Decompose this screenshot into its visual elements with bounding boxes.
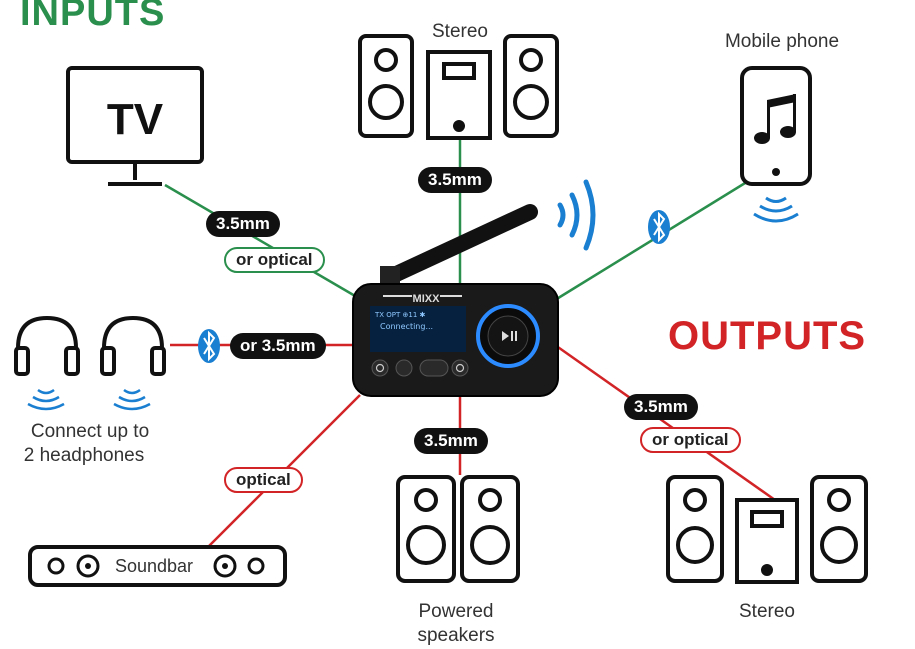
transmitter-brand: MIXX <box>413 293 441 305</box>
tv-screen-label: TV <box>107 95 164 144</box>
soundbar-icon <box>28 545 287 587</box>
tv-optical-badge: or optical <box>224 247 325 273</box>
stereo-output-label: Stereo <box>739 601 795 622</box>
speaker-icon <box>358 34 414 138</box>
transmitter-screen-message: Connecting... <box>380 322 433 331</box>
antenna-icon <box>380 204 538 288</box>
inputs-heading: INPUTS <box>20 0 166 34</box>
mobile-phone-icon <box>740 66 812 186</box>
wireless-waves-icon <box>753 196 799 223</box>
stereo-input-label: Stereo <box>432 21 488 42</box>
powered-speakers-label-line2: speakers <box>417 625 495 646</box>
headphones-label-line1: Connect up to <box>30 421 150 442</box>
soundbar-label: Soundbar <box>115 556 193 576</box>
stereo-input-35mm-badge: 3.5mm <box>418 167 492 193</box>
music-note-icon <box>754 94 796 144</box>
transmitter-screen-status: TX OPT ⊕11 ✱ <box>374 311 426 319</box>
wireless-waves-icon <box>27 388 151 411</box>
powered-speakers-label-line1: Powered <box>418 601 494 622</box>
amplifier-icon <box>735 498 799 584</box>
bluetooth-icon <box>648 210 670 244</box>
stereo-output-icon <box>666 475 868 584</box>
powered-speakers-icon <box>396 475 520 583</box>
tv-icon <box>66 66 204 186</box>
amplifier-icon <box>426 50 492 140</box>
wireless-waves-icon <box>557 179 596 251</box>
bluetooth-icon <box>198 329 220 363</box>
outputs-heading: OUTPUTS <box>668 314 867 358</box>
transmitter-device <box>352 204 559 397</box>
play-pause-icon <box>476 304 540 368</box>
headphones-label-line2: 2 headphones <box>23 445 145 466</box>
headphones-35mm-badge: or 3.5mm <box>230 333 326 359</box>
headphones-icon <box>14 315 80 376</box>
headphones-icon <box>100 315 166 376</box>
power-icon <box>371 359 389 377</box>
mobile-phone-label: Mobile phone <box>724 31 840 52</box>
speaker-icon <box>460 475 520 583</box>
tv-35mm-badge: 3.5mm <box>206 211 280 237</box>
powered-speakers-35mm-badge: 3.5mm <box>414 428 488 454</box>
stereo-output-optical-badge: or optical <box>640 427 741 453</box>
speaker-icon <box>396 475 456 583</box>
stereo-input-icon <box>358 34 559 140</box>
speaker-icon <box>503 34 559 138</box>
speaker-icon <box>810 475 868 583</box>
speaker-icon <box>666 475 724 583</box>
soundbar-optical-badge: optical <box>224 467 303 493</box>
stereo-output-35mm-badge: 3.5mm <box>624 394 698 420</box>
